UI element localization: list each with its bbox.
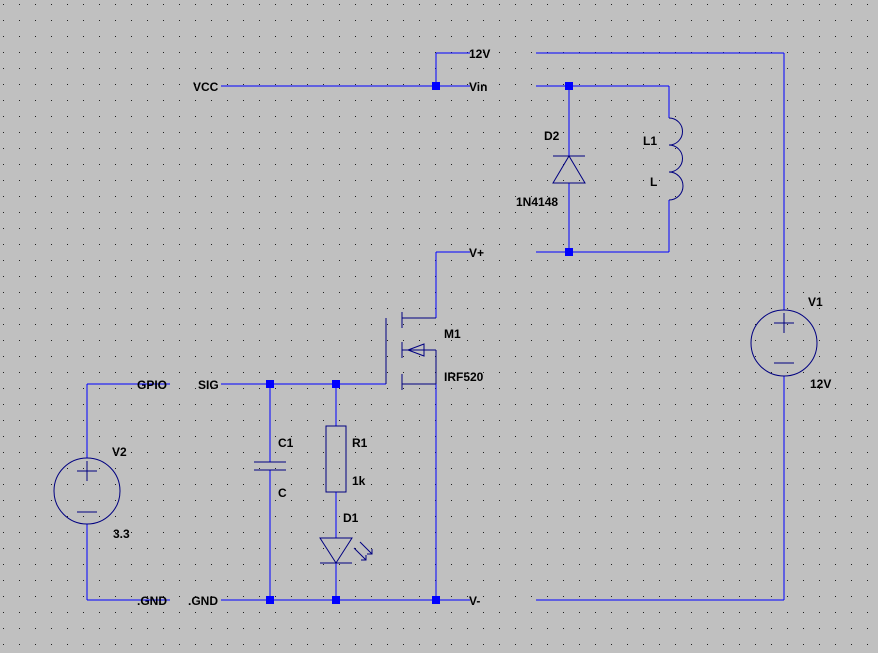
- v1-value[interactable]: 12V: [810, 377, 831, 391]
- v2-voltage-source-symbol[interactable]: [53, 457, 121, 525]
- wires: [86, 52, 785, 601]
- net-label-gnd-mid[interactable]: .GND: [188, 594, 218, 608]
- c1-capacitor-symbol[interactable]: [254, 461, 286, 471]
- junction-vplus[interactable]: [565, 248, 573, 256]
- junction-vin[interactable]: [565, 82, 573, 90]
- m1-mosfet-symbol[interactable]: [385, 312, 437, 390]
- l1-inductor-symbol[interactable]: [668, 117, 684, 201]
- r1-ref[interactable]: R1: [352, 436, 368, 450]
- net-label-gnd-left[interactable]: .GND: [137, 594, 167, 608]
- r1-resistor-symbol[interactable]: [325, 425, 347, 493]
- l1-ref[interactable]: L1: [643, 134, 657, 148]
- v1-voltage-source-symbol[interactable]: [750, 309, 818, 377]
- net-label-sig[interactable]: SIG: [198, 378, 219, 392]
- r1-value[interactable]: 1k: [352, 474, 366, 488]
- junction-vcc[interactable]: [432, 82, 440, 90]
- net-label-gpio[interactable]: GPIO: [137, 378, 167, 392]
- net-labels: VCC Vin 12V V+ V- GPIO SIG .GND .GND: [137, 47, 490, 608]
- junction-gnd-c1[interactable]: [266, 596, 274, 604]
- v2-ref[interactable]: V2: [112, 445, 127, 459]
- v1-ref[interactable]: V1: [808, 295, 823, 309]
- net-label-vin[interactable]: Vin: [469, 80, 487, 94]
- net-label-vminus[interactable]: V-: [469, 594, 480, 608]
- junction-sig-r1[interactable]: [332, 380, 340, 388]
- d2-value[interactable]: 1N4148: [516, 195, 558, 209]
- m1-value[interactable]: IRF520: [444, 370, 484, 384]
- c1-ref[interactable]: C1: [278, 436, 294, 450]
- d1-ref[interactable]: D1: [343, 511, 359, 525]
- c1-value[interactable]: C: [278, 486, 287, 500]
- m1-ref[interactable]: M1: [444, 327, 461, 341]
- v2-value[interactable]: 3.3: [113, 527, 130, 541]
- junction-gnd-source[interactable]: [432, 596, 440, 604]
- component-labels: D2 1N4148 L1 L M1 IRF520 V1 12V V2 3.3 C…: [112, 129, 831, 541]
- d2-ref[interactable]: D2: [544, 129, 560, 143]
- junctions: [266, 82, 573, 604]
- d2-diode-symbol[interactable]: [552, 155, 586, 184]
- net-label-12v[interactable]: 12V: [469, 47, 490, 61]
- net-label-vplus[interactable]: V+: [469, 246, 484, 260]
- junction-gnd-d1[interactable]: [332, 596, 340, 604]
- junction-sig-c1[interactable]: [266, 380, 274, 388]
- l1-value[interactable]: L: [650, 175, 657, 189]
- d1-led-symbol[interactable]: [319, 537, 373, 564]
- net-label-vcc[interactable]: VCC: [193, 80, 219, 94]
